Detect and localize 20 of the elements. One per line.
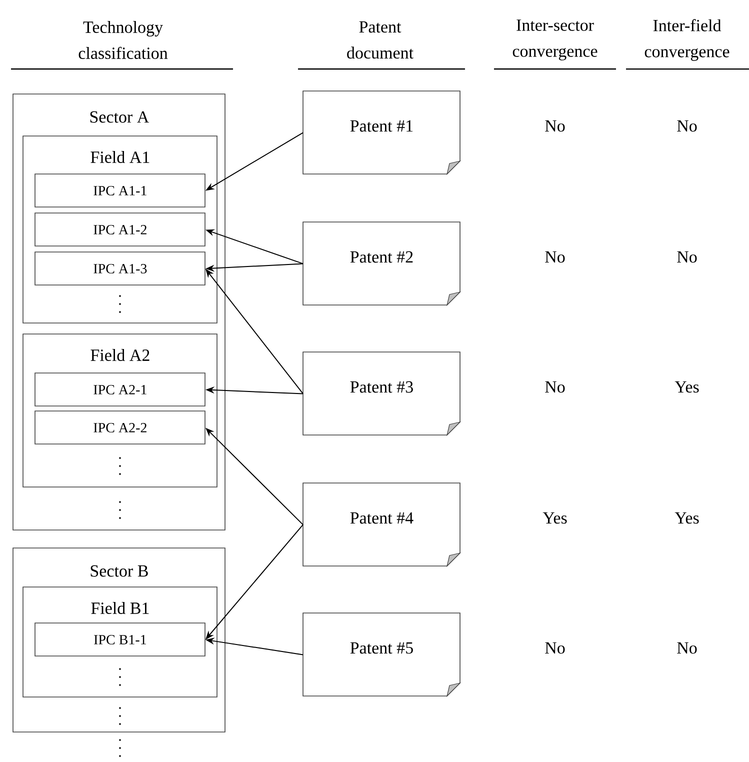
ipc-box: IPC A1-2 (34, 212, 206, 246)
table-cell: Yes (674, 512, 699, 524)
column-header: Inter-sector convergence (512, 20, 598, 60)
table-cell: No (677, 120, 697, 132)
table-cell: No (545, 120, 565, 132)
column-header: Technology classification (78, 21, 168, 59)
ipc-box: IPC A2-1 (34, 372, 206, 406)
table-cell: Yes (674, 381, 699, 393)
table-cell: No (545, 251, 565, 263)
ipc-box: IPC A2-2 (34, 410, 206, 444)
table-cell: No (545, 381, 565, 393)
table-cell: No (545, 642, 565, 654)
table-cell: No (677, 251, 697, 263)
column-header: Patent document (347, 21, 414, 59)
column-header: Inter-field convergence (644, 19, 730, 61)
ipc-box: IPC A1-1 (34, 174, 206, 208)
ipc-box: IPC B1-1 (34, 622, 206, 656)
table-cell: No (677, 642, 697, 654)
ipc-box: IPC A1-3 (34, 252, 206, 286)
table-cell: Yes (542, 512, 567, 524)
